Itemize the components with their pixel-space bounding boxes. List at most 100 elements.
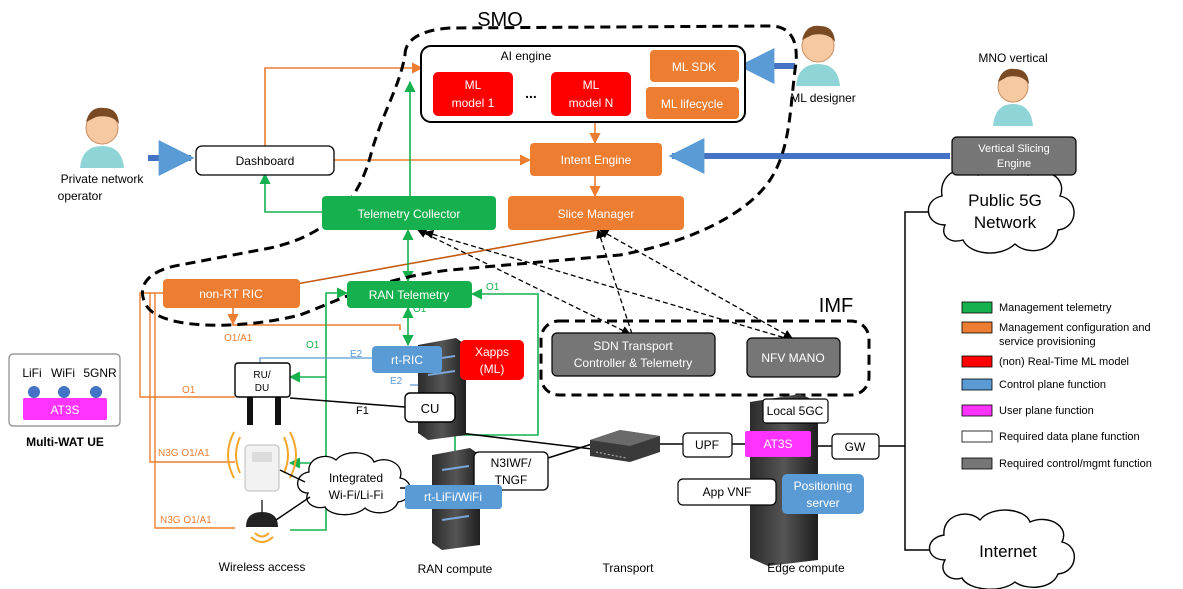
multi-wat-ue[interactable]: LiFi WiFi 5GNR AT3S: [8, 353, 121, 427]
ml-designer-label: ML designer: [790, 91, 856, 105]
integrated-wifi-line2: Wi-Fi/Li-Fi: [329, 488, 384, 502]
ue-at3s-label: AT3S: [50, 403, 79, 417]
wireless-access-label: Wireless access: [219, 560, 306, 574]
ru-du-line2: DU: [255, 383, 269, 394]
telemetry-collector-box[interactable]: Telemetry Collector: [322, 196, 496, 230]
slice-manager-label: Slice Manager: [558, 207, 635, 221]
integrated-wifi-cloud-icon: [296, 452, 411, 516]
public-5g-label-2: Network: [974, 213, 1037, 232]
legend-swatch: [961, 378, 993, 391]
public-5g-label-1: Public 5G: [968, 191, 1042, 210]
ru-du-line1: RU/: [253, 370, 270, 381]
at3s-edge-box[interactable]: AT3S: [745, 431, 811, 457]
non-rt-ric-box[interactable]: non-RT RIC: [163, 279, 300, 308]
rt-lifi-wifi-label: rt-LiFi/WiFi: [424, 490, 482, 504]
legend-label: Required control/mgmt function: [999, 458, 1152, 470]
legend-swatch: [961, 404, 993, 417]
positioning-line1: Positioning: [794, 479, 853, 493]
public-5g-cloud-icon: [927, 160, 1075, 254]
wireless-access-point-icon[interactable]: [227, 431, 297, 492]
ue-5gnr-radio-icon: [90, 386, 102, 398]
xapps-line2: (ML): [480, 362, 505, 376]
gw-to-networks-line: [879, 211, 930, 447]
e2-top-label: E2: [350, 349, 363, 360]
slice-manager-box[interactable]: Slice Manager: [508, 196, 684, 230]
ml-lifecycle-box[interactable]: ML lifecycle: [646, 87, 739, 119]
rt-ric-label: rt-RIC: [391, 353, 423, 367]
ran-compute-label: RAN compute: [418, 562, 493, 576]
nfv-mano-label: NFV MANO: [761, 351, 824, 365]
lifi-lamp-icon[interactable]: [246, 500, 278, 543]
vertical-slicing-engine-box[interactable]: Vertical Slicing Engine: [951, 136, 1077, 176]
dashboard-label: Dashboard: [236, 154, 295, 168]
upf-label: UPF: [695, 438, 719, 452]
legend-label: Control plane function: [999, 379, 1106, 391]
legend-label: service provisioning: [999, 336, 1096, 348]
gw-to-internet-line: [904, 446, 930, 551]
sdn-controller-box[interactable]: SDN Transport Controller & Telemetry: [551, 332, 716, 377]
ml-sdk-box[interactable]: ML SDK: [650, 50, 739, 82]
integrated-wifi-line1: Integrated: [329, 471, 383, 485]
nonrt-to-rtric-line: [227, 305, 401, 330]
ue-wifi-label: WiFi: [51, 366, 75, 380]
intent-engine-label: Intent Engine: [561, 153, 632, 167]
app-vnf-box[interactable]: App VNF: [677, 478, 777, 506]
ml-model-1-box[interactable]: ML model 1: [433, 72, 513, 116]
upf-box[interactable]: UPF: [682, 432, 733, 458]
legend-swatch: [961, 301, 993, 314]
private-operator-label-2: operator: [58, 189, 103, 203]
legend-swatch: [961, 430, 993, 443]
dashboard-box[interactable]: Dashboard: [195, 145, 335, 176]
telemetry-to-sdn-line: [417, 229, 631, 335]
nfv-mano-box[interactable]: NFV MANO: [746, 337, 841, 378]
positioning-server-box[interactable]: Positioning server: [782, 474, 864, 514]
legend-swatch: [961, 355, 993, 368]
imf-boundary: [539, 319, 871, 397]
ran-telemetry-box[interactable]: RAN Telemetry: [347, 281, 472, 308]
n3g-label-2: N3G O1/A1: [160, 515, 212, 526]
e2-bottom-label: E2: [390, 376, 403, 387]
ml-model-1-line1: ML: [465, 78, 482, 92]
non-rt-ric-label: non-RT RIC: [199, 287, 263, 301]
transport-label: Transport: [603, 561, 655, 575]
n3iwf-box[interactable]: N3IWF/ TNGF: [473, 451, 549, 491]
gw-box[interactable]: GW: [831, 433, 880, 460]
telemetry-to-dashboard-line: [259, 172, 322, 213]
xapps-line1: Xapps: [475, 345, 509, 359]
vertical-slicing-line2: Engine: [997, 158, 1031, 170]
app-vnf-label: App VNF: [703, 485, 752, 499]
edge-compute-label: Edge compute: [767, 561, 845, 575]
telemetry-collector-label: Telemetry Collector: [358, 207, 461, 221]
o1-ru-label: O1: [182, 385, 196, 396]
legend-label: Required data plane function: [999, 431, 1140, 443]
mno-vertical-label: MNO vertical: [978, 51, 1047, 65]
vertical-slicing-line1: Vertical Slicing: [978, 143, 1050, 155]
intent-engine-box[interactable]: Intent Engine: [530, 143, 662, 176]
ap-to-cloud-line: [279, 469, 306, 483]
xapps-box[interactable]: Xapps (ML): [460, 340, 524, 380]
local-5gc-label: Local 5GC: [767, 404, 824, 418]
rt-lifi-wifi-box[interactable]: rt-LiFi/WiFi: [405, 485, 502, 509]
slice-to-nfv-line: [599, 229, 793, 339]
local-5gc-box[interactable]: Local 5GC: [762, 398, 829, 424]
ue-5gnr-label: 5GNR: [83, 366, 117, 380]
cu-box[interactable]: CU: [404, 392, 456, 423]
ue-lifi-label: LiFi: [22, 366, 41, 380]
o1a1-label: O1/A1: [224, 333, 253, 344]
lamp-to-cloud-line: [275, 496, 311, 521]
ml-model-n-line2: model N: [569, 96, 614, 110]
connectors: [139, 48, 950, 551]
internet-cloud-icon: [928, 509, 1076, 589]
mno-vertical-person-icon: [993, 68, 1033, 126]
ml-lifecycle-label: ML lifecycle: [661, 97, 724, 111]
ru-du-antenna-icon[interactable]: RU/ DU: [234, 362, 291, 425]
private-operator-person-icon: [80, 107, 124, 168]
rt-ric-box[interactable]: rt-RIC: [372, 346, 442, 373]
ml-model-n-box[interactable]: ML model N: [551, 72, 631, 116]
gw-label: GW: [845, 440, 866, 454]
ue-lifi-radio-icon: [28, 386, 40, 398]
ml-model-n-line1: ML: [583, 78, 600, 92]
ml-model-1-line2: model 1: [452, 96, 495, 110]
legend-label: Management configuration and: [999, 322, 1151, 334]
